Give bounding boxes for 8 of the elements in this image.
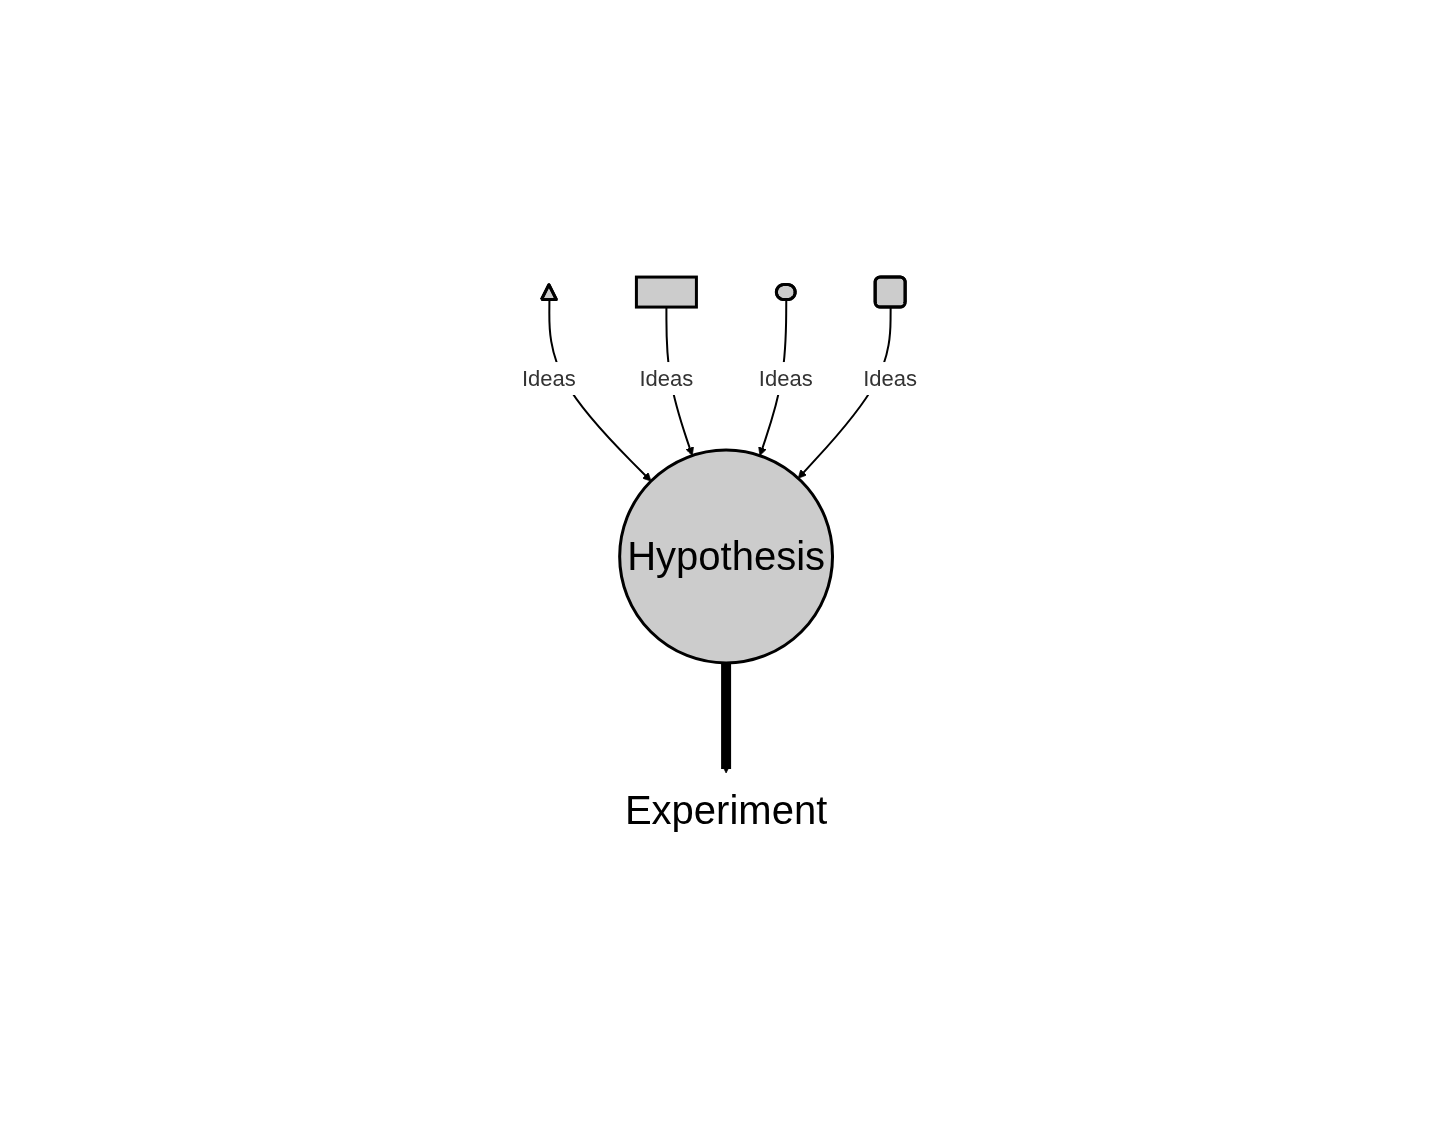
arrow — [721, 662, 732, 774]
node-circle: Hypothesis — [618, 448, 834, 665]
node-box — [634, 275, 698, 309]
edge-label: Ideas — [758, 366, 813, 392]
edge-label: Ideas — [863, 366, 918, 392]
node-text: Experiment — [624, 788, 828, 833]
edge-label: Ideas — [521, 366, 576, 392]
edge-label: Ideas — [639, 366, 694, 392]
